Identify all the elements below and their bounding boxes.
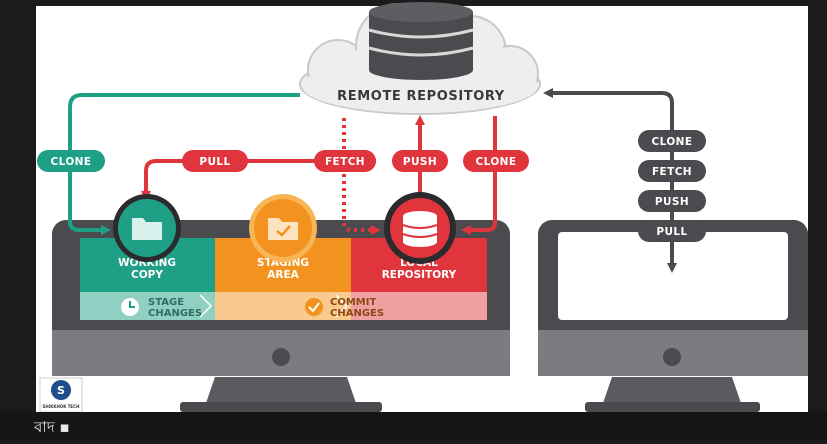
clone-left-pill: CLONE bbox=[37, 150, 105, 172]
remote-to-right-arrow bbox=[543, 88, 674, 268]
right-clone-pill: CLONE bbox=[638, 130, 706, 152]
working-copy-line2: COPY bbox=[131, 269, 163, 281]
left-monitor: WORKING COPY STAGING AREA LOCAL REPOSITO… bbox=[52, 220, 510, 412]
local-database-icon bbox=[384, 192, 456, 264]
check-icon bbox=[305, 298, 323, 316]
stage-changes-line2: CHANGES bbox=[148, 308, 202, 319]
svg-text:PULL: PULL bbox=[656, 226, 687, 238]
clone-right-pill: CLONE bbox=[463, 150, 529, 172]
subtitle-bar bbox=[0, 412, 827, 440]
svg-text:S: S bbox=[57, 384, 65, 397]
fetch-pill: FETCH bbox=[314, 150, 376, 172]
monitor-stand bbox=[205, 377, 357, 406]
commit-changes-line1: COMMIT bbox=[330, 297, 376, 308]
svg-text:FETCH: FETCH bbox=[652, 166, 692, 178]
staging-area-line2: AREA bbox=[267, 269, 299, 281]
right-monitor-screen bbox=[558, 232, 788, 320]
svg-text:PULL: PULL bbox=[199, 156, 230, 168]
svg-text:CLONE: CLONE bbox=[652, 136, 693, 148]
right-fetch-pill: FETCH bbox=[638, 160, 706, 182]
working-copy-line1: WORKING bbox=[118, 257, 176, 269]
svg-text:SHIKKHOK TECH: SHIKKHOK TECH bbox=[43, 404, 80, 409]
pull-arrow bbox=[141, 159, 376, 201]
svg-text:PUSH: PUSH bbox=[655, 196, 689, 208]
right-push-pill: PUSH bbox=[638, 190, 706, 212]
right-pull-pill: PULL bbox=[638, 220, 706, 242]
database-icon bbox=[368, 2, 474, 80]
stage-changes-line1: STAGE bbox=[148, 297, 184, 308]
clone-red-arrow bbox=[461, 116, 497, 235]
folder-icon bbox=[113, 194, 181, 262]
subtitle-text: বাদ ▪ bbox=[34, 418, 70, 436]
staging-area-line1: STAGING bbox=[257, 257, 309, 269]
staged-folder-icon bbox=[249, 194, 317, 262]
monitor-power-dot bbox=[272, 348, 290, 366]
push-pill: PUSH bbox=[392, 150, 448, 172]
local-repository-line2: REPOSITORY bbox=[382, 269, 457, 281]
svg-text:CLONE: CLONE bbox=[476, 156, 517, 168]
svg-text:CLONE: CLONE bbox=[51, 156, 92, 168]
pull-pill: PULL bbox=[182, 150, 248, 172]
commit-changes-line2: CHANGES bbox=[330, 308, 384, 319]
svg-text:PUSH: PUSH bbox=[403, 156, 437, 168]
remote-repository-label: REMOTE REPOSITORY bbox=[337, 89, 505, 104]
channel-logo: S SHIKKHOK TECH bbox=[39, 377, 83, 413]
svg-text:FETCH: FETCH bbox=[325, 156, 365, 168]
right-monitor bbox=[538, 220, 808, 412]
